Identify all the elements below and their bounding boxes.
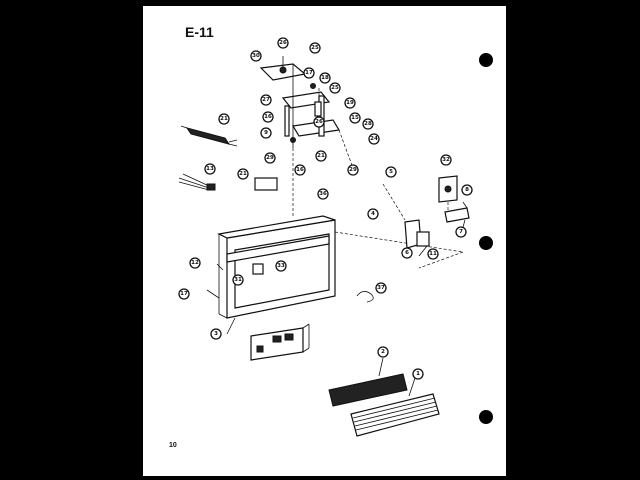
diagram-title: E-11: [185, 24, 214, 40]
svg-text:16: 16: [296, 167, 304, 173]
svg-text:3: 3: [214, 331, 218, 337]
callout-16-mid: 16: [294, 164, 306, 176]
svg-text:15: 15: [351, 115, 359, 121]
callout-13: 13: [204, 163, 216, 175]
callout-26-mid: 26: [313, 116, 325, 128]
svg-text:12: 12: [191, 260, 199, 266]
svg-text:29: 29: [349, 167, 357, 173]
svg-text:19: 19: [346, 100, 354, 106]
svg-text:16: 16: [264, 114, 272, 120]
page-number: 10: [169, 442, 177, 449]
svg-text:21: 21: [239, 171, 247, 177]
svg-text:8: 8: [465, 187, 469, 193]
svg-text:5: 5: [389, 169, 393, 175]
parts-diagram-sheet: E-11 10: [143, 6, 506, 476]
svg-text:6: 6: [405, 250, 409, 256]
svg-text:31: 31: [234, 277, 242, 283]
callout-25-top: 25: [309, 42, 321, 54]
binder-hole-middle: [479, 236, 493, 250]
power-cord: [178, 173, 216, 191]
svg-text:7: 7: [459, 229, 463, 235]
callout-4: 4: [367, 208, 379, 220]
wire-harness: [180, 125, 238, 147]
callout-33: 33: [275, 260, 287, 272]
svg-text:2: 2: [381, 349, 385, 355]
binder-hole-top: [479, 53, 493, 67]
callout-5: 5: [385, 166, 397, 178]
svg-text:26: 26: [315, 119, 323, 125]
small-bracket: [254, 177, 278, 191]
svg-text:29: 29: [266, 155, 274, 161]
svg-text:21: 21: [317, 153, 325, 159]
callout-19: 19: [344, 97, 356, 109]
callout-29-top: 29: [264, 152, 276, 164]
callout-15: 15: [349, 112, 361, 124]
svg-text:24: 24: [370, 136, 378, 142]
filter-panel: [328, 373, 408, 407]
svg-text:27: 27: [262, 97, 270, 103]
svg-text:28: 28: [364, 121, 372, 127]
callout-31: 31: [232, 274, 244, 286]
callout-17-top: 17: [303, 67, 315, 79]
callout-1: 1: [412, 368, 424, 380]
hose: [356, 291, 374, 303]
top-bracket-assembly: [259, 56, 354, 216]
callout-27-top: 27: [260, 94, 272, 106]
svg-text:13: 13: [206, 166, 214, 172]
svg-text:4: 4: [371, 211, 375, 217]
callout-21-low: 21: [237, 168, 249, 180]
svg-text:17: 17: [180, 291, 188, 297]
callout-16-top: 16: [262, 111, 274, 123]
svg-text:25: 25: [331, 85, 339, 91]
svg-text:9: 9: [264, 130, 268, 136]
svg-text:26: 26: [279, 40, 287, 46]
callout-18: 18: [319, 72, 331, 84]
exploded-view-diagram: 26 25 30 17 18 25 19 27 16 26 15 28 9 24…: [178, 37, 473, 437]
callout-21-mid: 21: [315, 150, 327, 162]
callout-24: 24: [368, 133, 380, 145]
callout-36: 36: [317, 188, 329, 200]
callout-37: 37: [375, 282, 387, 294]
svg-text:30: 30: [252, 53, 260, 59]
front-grille: [350, 393, 440, 437]
svg-text:32: 32: [442, 157, 450, 163]
callout-12: 12: [189, 257, 201, 269]
binder-hole-bottom: [479, 410, 493, 424]
callout-32: 32: [440, 154, 452, 166]
svg-text:11: 11: [429, 251, 437, 257]
svg-text:18: 18: [321, 75, 329, 81]
callout-21-left: 21: [218, 113, 230, 125]
callout-7: 7: [455, 226, 467, 238]
svg-text:21: 21: [220, 116, 228, 122]
callout-30: 30: [250, 50, 262, 62]
svg-text:1: 1: [416, 371, 420, 377]
callout-3: 3: [210, 328, 222, 340]
callout-26-top: 26: [277, 37, 289, 49]
callout-8: 8: [461, 184, 473, 196]
svg-text:36: 36: [319, 191, 327, 197]
svg-text:17: 17: [305, 70, 313, 76]
callout-9: 9: [260, 127, 272, 139]
right-bracket-parts: [382, 175, 470, 249]
callout-17-left: 17: [178, 288, 190, 300]
svg-text:37: 37: [377, 285, 385, 291]
callout-25-mid: 25: [329, 82, 341, 94]
svg-text:25: 25: [311, 45, 319, 51]
callout-6: 6: [401, 247, 413, 259]
callout-29-mid: 29: [347, 164, 359, 176]
front-frame: [217, 215, 464, 319]
callout-28: 28: [362, 118, 374, 130]
callout-2: 2: [377, 346, 389, 358]
control-panel: [250, 323, 310, 361]
callout-11: 11: [427, 248, 439, 260]
svg-text:33: 33: [277, 263, 285, 269]
